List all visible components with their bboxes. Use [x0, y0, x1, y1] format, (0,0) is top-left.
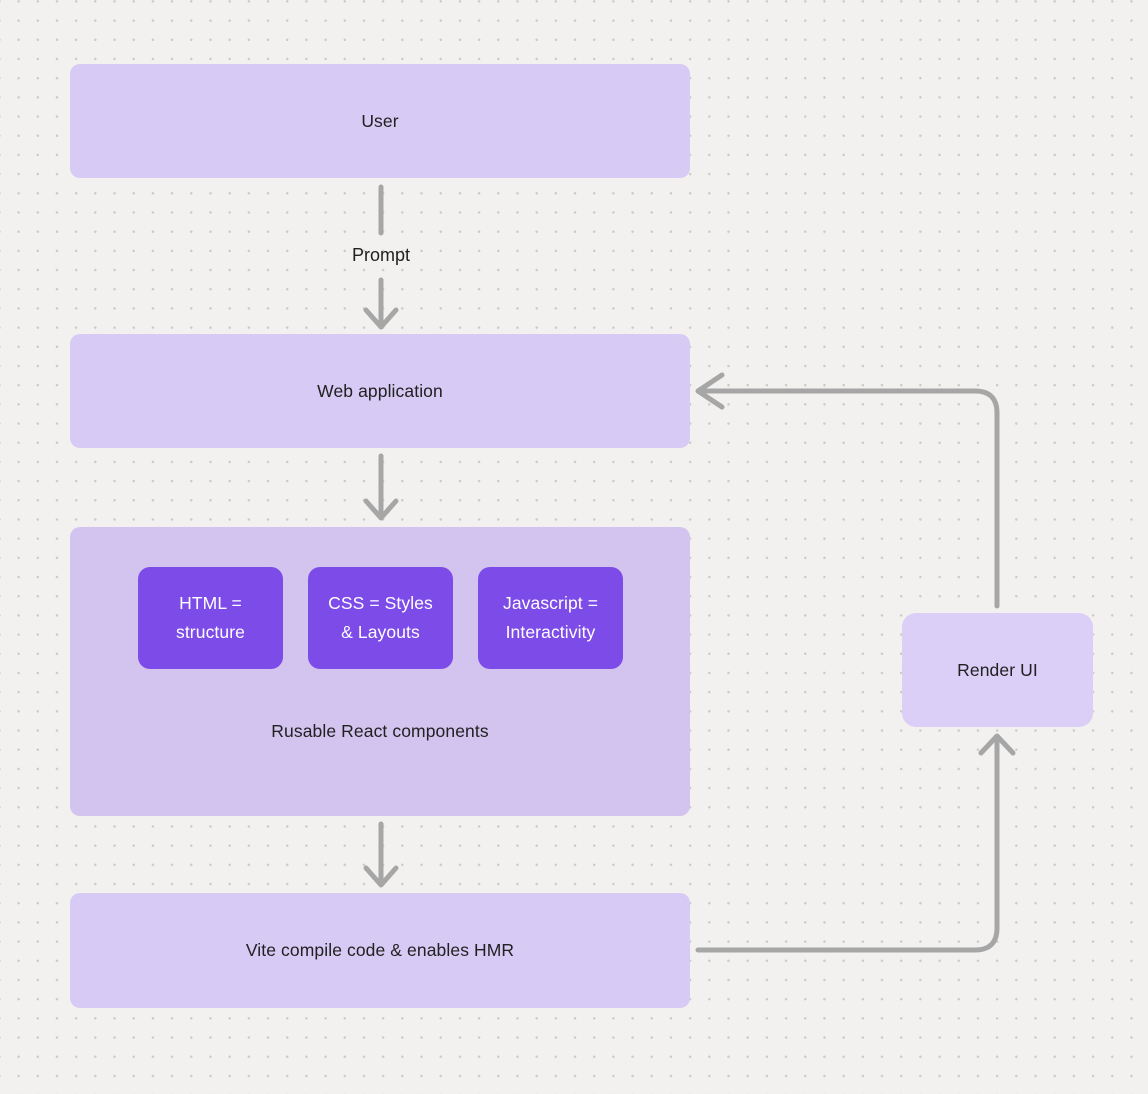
edge-label-prompt: Prompt [351, 245, 411, 265]
node-user-label: User [361, 110, 399, 131]
arrowhead-up-render [978, 733, 1016, 756]
node-html-line2: structure [176, 622, 245, 642]
arrowhead-down-components [363, 498, 399, 521]
node-render-ui[interactable]: Render UI [902, 613, 1093, 727]
node-html-line1: HTML = [179, 593, 242, 613]
arrowhead-down-webapp [363, 307, 399, 330]
arrowhead-down-vite [363, 865, 399, 888]
node-css-line2: & Layouts [341, 622, 420, 642]
arrowhead-left-webapp [695, 372, 725, 410]
node-web-application[interactable]: Web application [70, 334, 690, 448]
node-css[interactable]: CSS = Styles & Layouts [308, 567, 453, 669]
node-javascript-line2: Interactivity [505, 622, 596, 642]
node-javascript-line1: Javascript = [502, 593, 599, 613]
node-components-label: Rusable React components [271, 721, 489, 741]
edge-render-to-webapp [701, 388, 1000, 609]
node-javascript[interactable]: Javascript = Interactivity [478, 567, 623, 669]
node-css-line1: CSS = Styles [328, 593, 433, 613]
node-web-application-label: Web application [317, 380, 443, 401]
node-render-ui-label: Render UI [957, 659, 1038, 680]
node-user[interactable]: User [70, 64, 690, 178]
node-vite[interactable]: Vite compile code & enables HMR [70, 893, 690, 1008]
edge-vite-to-render [695, 737, 1000, 953]
node-html[interactable]: HTML = structure [138, 567, 283, 669]
node-components-container[interactable]: HTML = structure CSS = Styles & Layouts … [70, 527, 690, 816]
node-vite-label: Vite compile code & enables HMR [245, 940, 515, 960]
